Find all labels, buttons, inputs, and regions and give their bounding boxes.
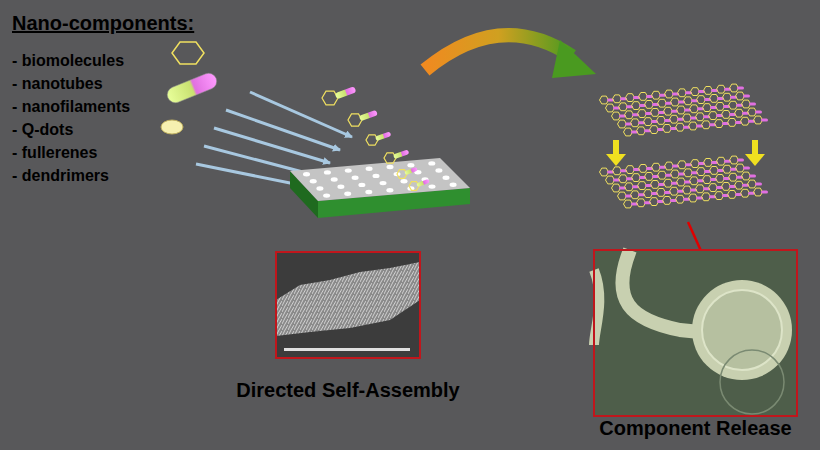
caption: Directed Self-Assembly [236, 379, 459, 402]
caption: Component Release [599, 417, 791, 440]
image-frame: Component Release [593, 249, 798, 417]
list-item: - biomolecules [12, 52, 124, 70]
image-frame: Directed Self-Assembly [275, 251, 421, 359]
list-item: - Q-dots [12, 121, 73, 139]
title: Nano-components: [12, 12, 194, 35]
list-item: - nanotubes [12, 75, 103, 93]
list-item: - fullerenes [12, 144, 97, 162]
list-item: - dendrimers [12, 167, 109, 185]
list-item: - nanofilaments [12, 98, 130, 116]
